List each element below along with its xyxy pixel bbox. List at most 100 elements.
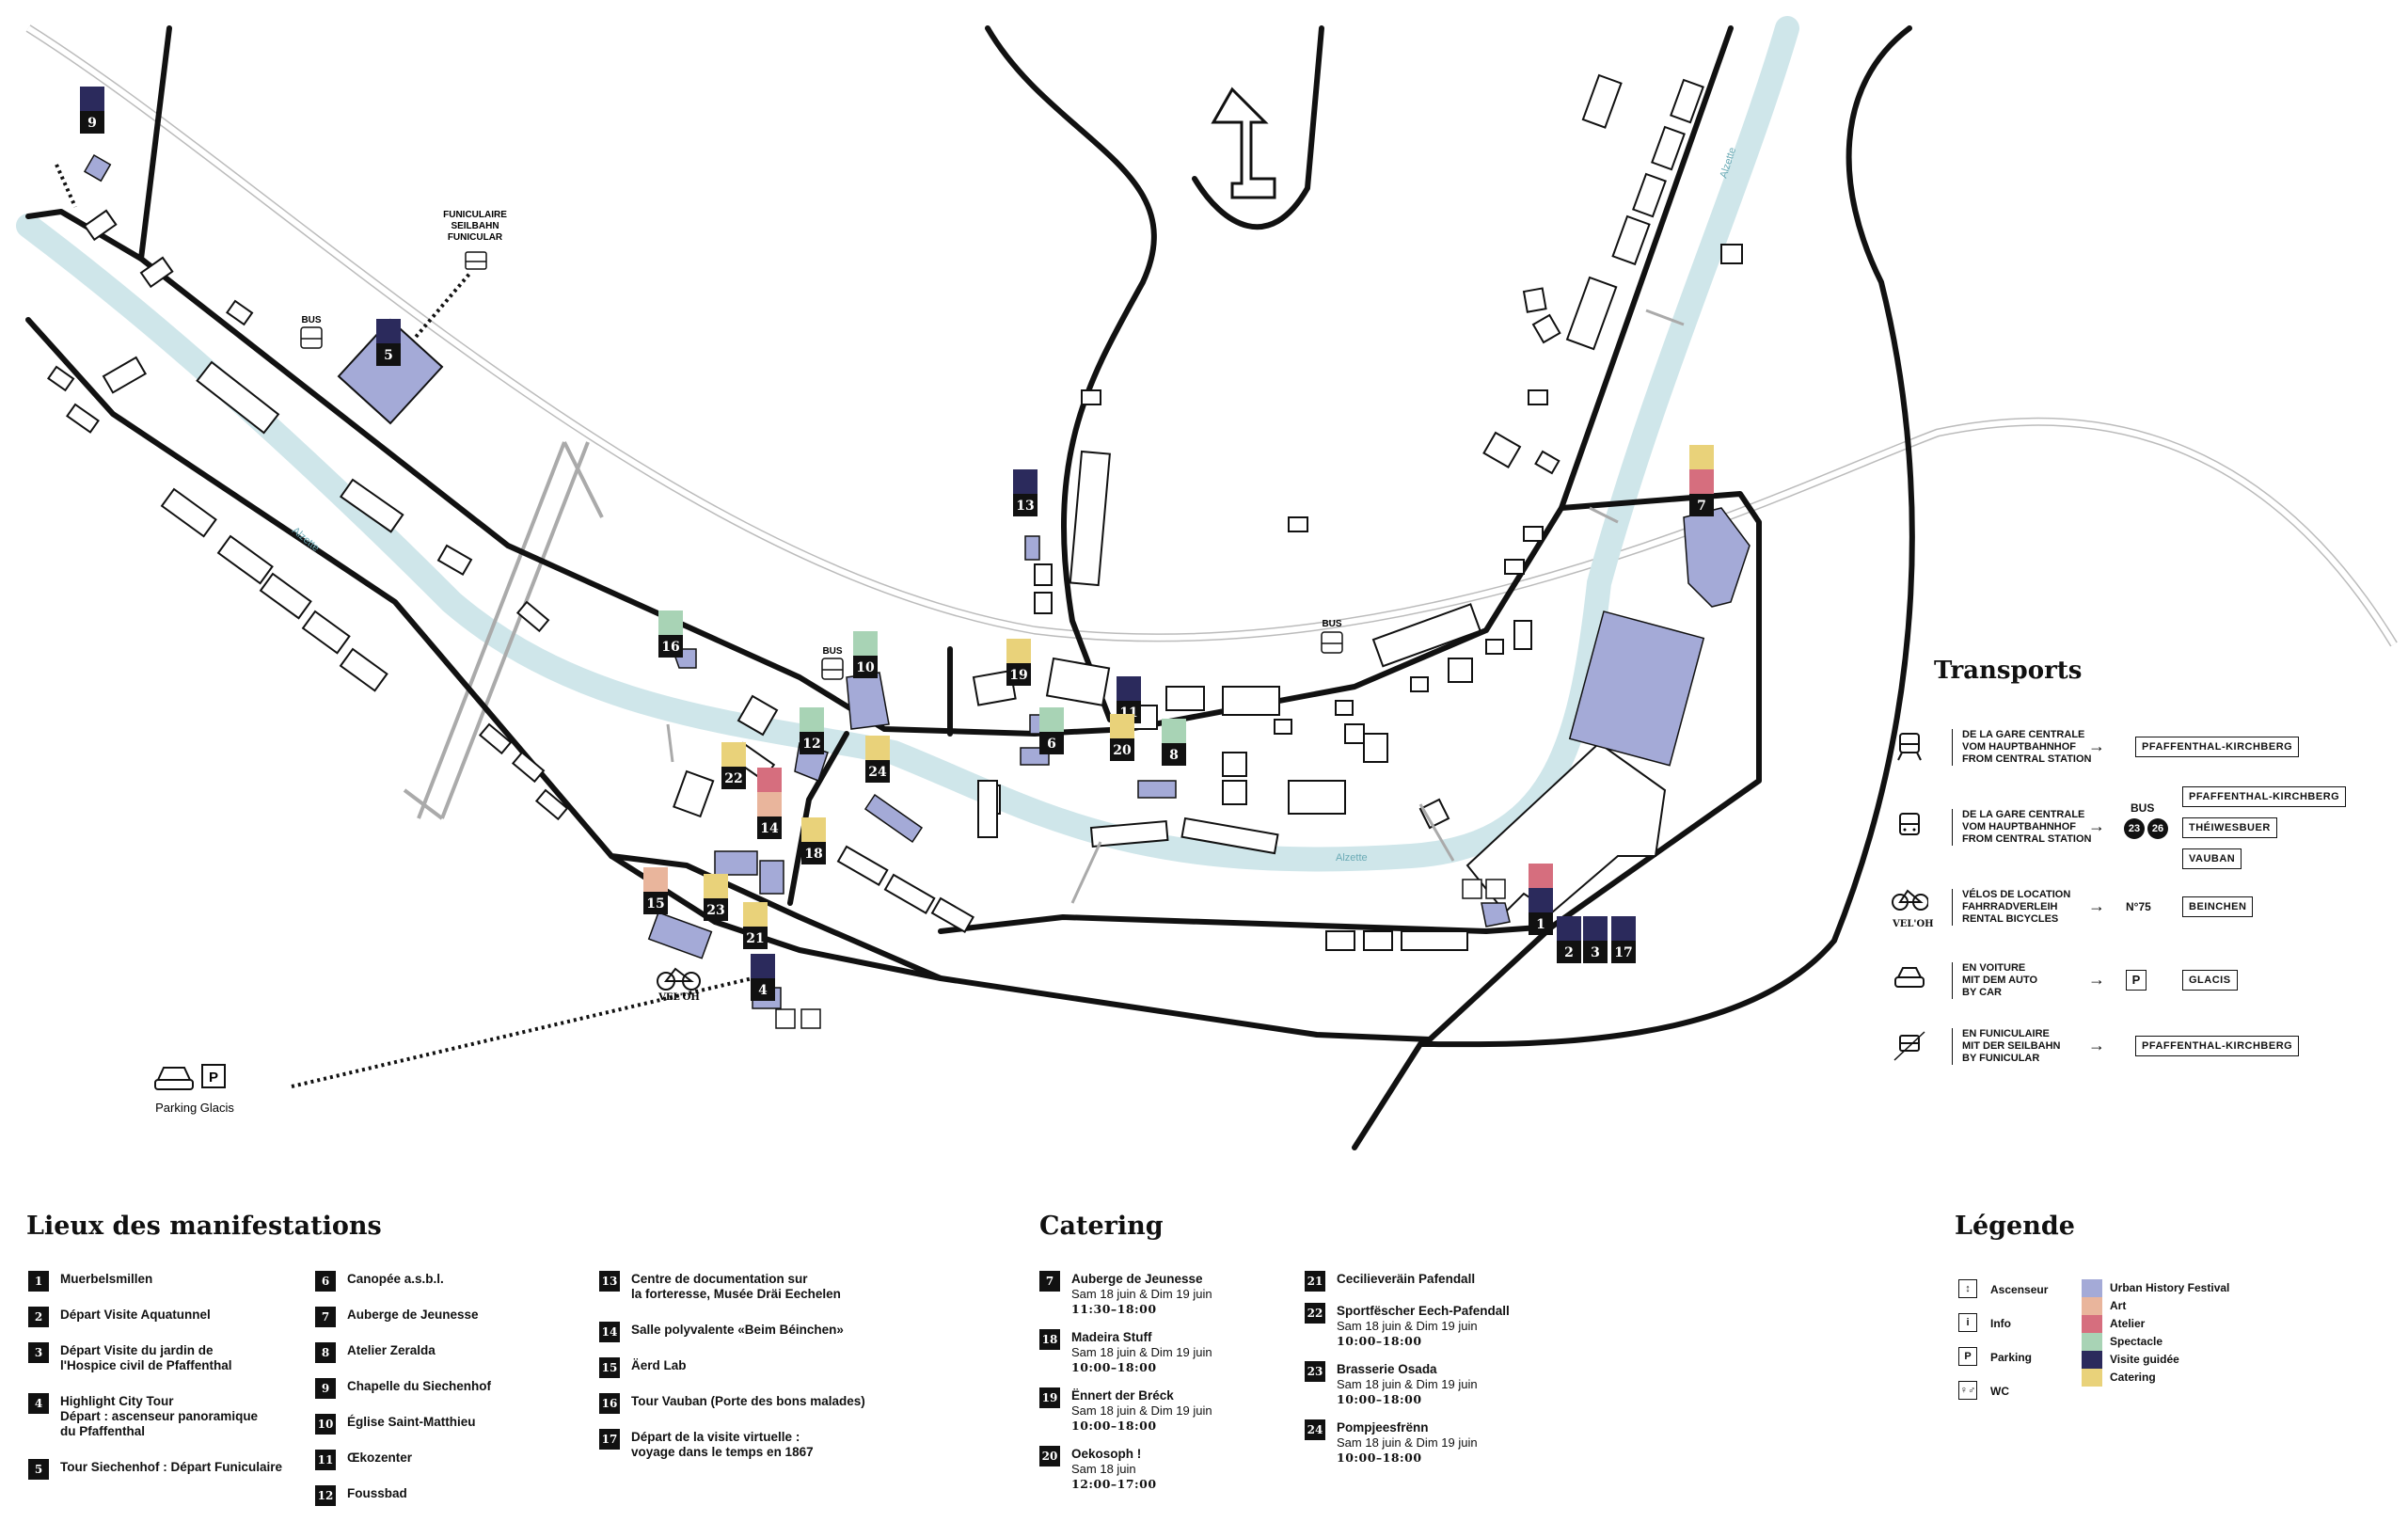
marker-number: 8 bbox=[1169, 748, 1179, 763]
venue-name: Muerbelsmillen bbox=[60, 1272, 153, 1286]
marker-number-box bbox=[1013, 494, 1038, 516]
marker-number: 23 bbox=[706, 903, 724, 918]
legend-category-item: Catering bbox=[2082, 1369, 2270, 1387]
venue-number-badge: 5 bbox=[28, 1459, 49, 1480]
catering-name: Madeira Stuff bbox=[1071, 1330, 1152, 1344]
map-marker-22[interactable]: 22 bbox=[721, 742, 746, 789]
arrow-icon: → bbox=[2088, 970, 2105, 989]
map-marker-9[interactable]: 9 bbox=[80, 87, 104, 134]
catering-hours: 10:00–18:00 bbox=[1071, 1360, 1157, 1374]
map-marker-15[interactable]: 15 bbox=[643, 867, 668, 914]
bus-icon bbox=[300, 326, 1343, 680]
marker-number-box bbox=[643, 892, 668, 914]
marker-number-box bbox=[1162, 743, 1186, 766]
marker-number: 19 bbox=[1009, 668, 1027, 683]
map-marker-17[interactable]: 17 bbox=[1611, 916, 1636, 963]
bus-line-badge: 23 bbox=[2124, 818, 2145, 839]
marker-swatch bbox=[1162, 719, 1186, 743]
map-marker-16[interactable]: 16 bbox=[658, 610, 683, 658]
legend-label: WC bbox=[1990, 1385, 2009, 1398]
map-marker-24[interactable]: 24 bbox=[865, 736, 890, 783]
map-marker-6[interactable]: 6 bbox=[1039, 707, 1064, 754]
map-marker-19[interactable]: 19 bbox=[1006, 639, 1031, 686]
catering-dates: Sam 18 juin & Dim 19 juin bbox=[1337, 1319, 1478, 1333]
venue-name: Highlight City Tour Départ : ascenseur p… bbox=[60, 1394, 259, 1438]
legend-label: Spectacle bbox=[2110, 1335, 2163, 1348]
marker-number-box bbox=[1529, 912, 1553, 935]
map-marker-1[interactable]: 1 bbox=[1529, 864, 1553, 935]
map-marker-18[interactable]: 18 bbox=[801, 817, 826, 864]
arrow-icon: → bbox=[2088, 816, 2105, 835]
catering-dates: Sam 18 juin & Dim 19 juin bbox=[1337, 1435, 1478, 1450]
map-marker-14[interactable]: 14 bbox=[757, 768, 782, 839]
venue-name: Départ de la visite virtuelle : voyage d… bbox=[631, 1430, 814, 1459]
marker-swatch bbox=[1689, 469, 1714, 494]
venue-name: Auberge de Jeunesse bbox=[347, 1308, 479, 1322]
monument-shape bbox=[1211, 87, 1276, 199]
destination-box: THÉIWESBUER bbox=[2182, 817, 2277, 838]
marker-number: 7 bbox=[1697, 499, 1706, 514]
legend-label: Info bbox=[1990, 1317, 2011, 1330]
map-marker-21[interactable]: 21 bbox=[743, 902, 768, 949]
legend-swatch bbox=[2082, 1279, 2102, 1297]
legend-category-item: Art bbox=[2082, 1297, 2270, 1315]
marker-number: 20 bbox=[1113, 743, 1132, 758]
marker-swatch bbox=[743, 902, 768, 927]
marker-number: 24 bbox=[868, 765, 887, 780]
catering-number-badge: 23 bbox=[1305, 1361, 1325, 1382]
marker-swatch bbox=[1529, 888, 1553, 912]
catering-hours: 10:00–18:00 bbox=[1071, 1419, 1157, 1433]
map-marker-10[interactable]: 10 bbox=[853, 631, 878, 678]
marker-number-box bbox=[376, 343, 401, 366]
river-alzette bbox=[16, 16, 1799, 872]
marker-number: 15 bbox=[646, 896, 664, 912]
map-marker-13[interactable]: 13 bbox=[1013, 469, 1038, 516]
parking-icon: P bbox=[2126, 970, 2147, 991]
river-label: Alzette bbox=[1336, 852, 1368, 864]
transport-origin: VÉLOS DE LOCATION FAHRRADVERLEIH RENTAL … bbox=[1952, 889, 2070, 926]
venue-number-badge: 14 bbox=[599, 1322, 620, 1342]
transports-title: Transports bbox=[1934, 657, 2083, 685]
legend-title: Légende bbox=[1955, 1212, 2075, 1241]
catering-name: Sportfëscher Eech-Pafendall bbox=[1337, 1304, 1510, 1318]
map-marker-2[interactable]: 2 bbox=[1557, 916, 1581, 963]
map-marker-8[interactable]: 8 bbox=[1162, 719, 1186, 766]
marker-swatch bbox=[704, 874, 728, 898]
legend-category-item: Urban History Festival bbox=[2082, 1279, 2270, 1297]
map-marker-7[interactable]: 7 bbox=[1689, 445, 1714, 516]
marker-swatch bbox=[1117, 676, 1141, 701]
destination-box: BEINCHEN bbox=[2182, 896, 2254, 917]
venue-name: Atelier Zeralda bbox=[347, 1343, 436, 1357]
venue-name: Canopée a.s.b.l. bbox=[347, 1272, 444, 1286]
map-marker-20[interactable]: 20 bbox=[1110, 714, 1134, 761]
marker-swatch bbox=[1689, 445, 1714, 469]
map-marker-23[interactable]: 23 bbox=[704, 874, 728, 921]
marker-swatch bbox=[376, 319, 401, 343]
marker-number-box bbox=[1583, 941, 1608, 963]
map-marker-5[interactable]: 5 bbox=[376, 319, 401, 366]
transport-origin: DE LA GARE CENTRALE VOM HAUPTBAHNHOF FRO… bbox=[1952, 809, 2092, 846]
bus-via-label: BUS bbox=[2131, 801, 2155, 815]
map-marker-4[interactable]: 4 bbox=[751, 954, 775, 1001]
venues-title: Lieux des manifestations bbox=[26, 1212, 382, 1241]
catering-name: Pompjeesfrënn bbox=[1337, 1420, 1429, 1435]
river-label: Alzette bbox=[290, 525, 321, 554]
map-marker-12[interactable]: 12 bbox=[800, 707, 824, 754]
parking-glacis-label: Parking Glacis bbox=[155, 1101, 234, 1115]
marker-swatch bbox=[853, 631, 878, 656]
train-icon bbox=[1897, 733, 1922, 761]
catering-number-badge: 22 bbox=[1305, 1303, 1325, 1324]
legend-label: Visite guidée bbox=[2110, 1353, 2179, 1366]
map-marker-3[interactable]: 3 bbox=[1583, 916, 1608, 963]
venue-name: Äerd Lab bbox=[631, 1358, 687, 1372]
marker-number: 17 bbox=[1614, 945, 1632, 960]
